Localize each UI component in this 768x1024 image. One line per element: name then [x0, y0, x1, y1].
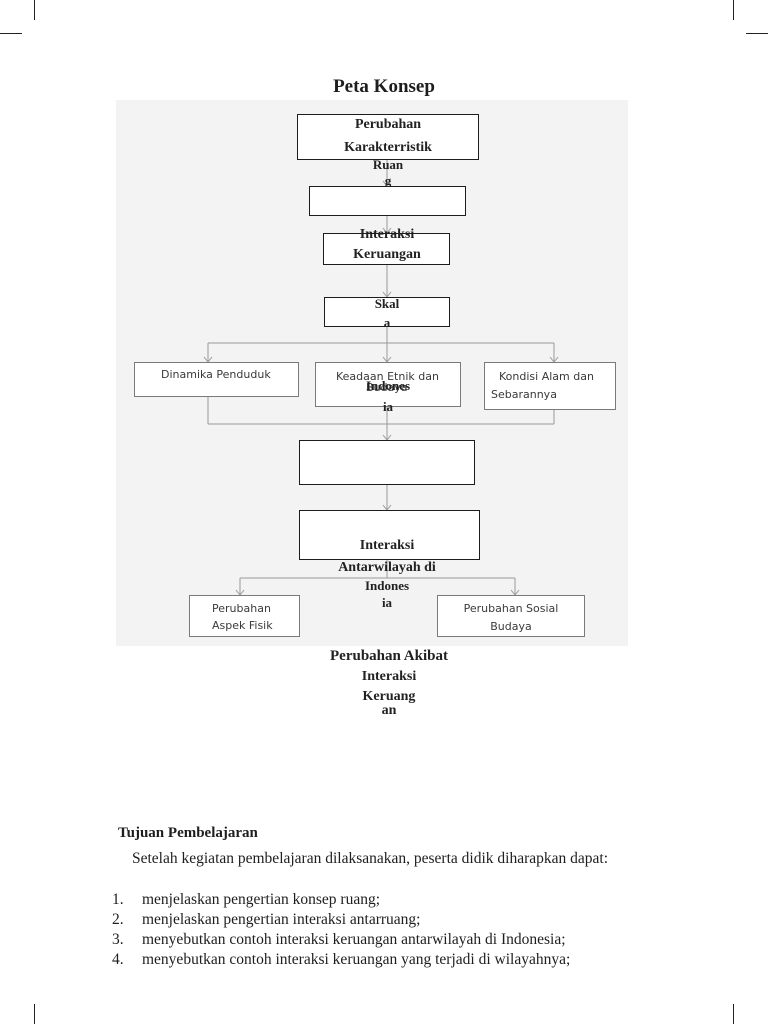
- concept-box-empty: [299, 440, 475, 485]
- concept-label: Karakterristik: [344, 140, 432, 155]
- concept-box-interaksi-antarwilayah: [299, 510, 480, 560]
- concept-label: ia: [382, 399, 394, 414]
- concept-box-perubahan-karakteristik: [297, 114, 479, 160]
- page-title: Peta Konsep: [333, 76, 435, 97]
- crop-mark: [746, 33, 768, 34]
- crop-mark: [733, 0, 734, 20]
- concept-label: Skal: [374, 296, 400, 311]
- concept-box-interaksi-keruangan: [323, 233, 450, 265]
- list-number: 3.: [112, 931, 124, 948]
- list-item: 1. menjelaskan pengertian konsep ruang;: [112, 890, 652, 910]
- branch-dinamika-penduduk: Dinamika Penduduk: [134, 362, 299, 397]
- branch-keadaan-etnik: Keadaan Etnik dan Budaya: [315, 362, 461, 407]
- section-intro: Setelah kegiatan pembelajaran dilaksanak…: [132, 850, 608, 867]
- output-perubahan-sosial-budaya: Perubahan Sosial Budaya: [437, 595, 585, 637]
- crop-mark: [0, 33, 22, 34]
- output-perubahan-aspek-fisik: Perubahan Aspek Fisik: [189, 595, 300, 637]
- concept-label: a: [383, 315, 391, 330]
- list-item: 3. menyebutkan contoh interaksi keruangan…: [112, 930, 652, 950]
- list-item: 4. menyebutkan contoh interaksi keruangan…: [112, 950, 652, 970]
- list-number: 2.: [112, 911, 124, 928]
- concept-label: Indones: [365, 378, 411, 393]
- branch-label: Dinamika Penduduk: [161, 368, 271, 381]
- output-label: Perubahan Sosial: [463, 602, 559, 615]
- list-text: menjelaskan pengertian konsep ruang;: [142, 891, 381, 908]
- concept-box-empty: [309, 186, 466, 216]
- concept-label: Ruan: [372, 157, 404, 172]
- list-number: 1.: [112, 891, 124, 908]
- diagram-caption: Perubahan Akibat: [330, 648, 448, 664]
- diagram-caption: Interaksi: [361, 669, 417, 684]
- list-text: menjelaskan pengertian interaksi antarru…: [142, 911, 421, 928]
- concept-label: g: [384, 173, 392, 188]
- branch-label: Budaya: [366, 381, 408, 394]
- diagram-caption: an: [381, 703, 397, 718]
- branch-label: Sebarannya: [491, 388, 557, 401]
- list-number: 4.: [112, 951, 124, 968]
- list-text: menyebutkan contoh interaksi keruangan a…: [142, 931, 566, 948]
- output-label: Budaya: [490, 620, 532, 633]
- list-item: 2. menjelaskan pengertian interaksi antar…: [112, 910, 652, 930]
- branch-label: Keadaan Etnik dan: [336, 370, 439, 383]
- branch-kondisi-alam: Kondisi Alam dan Sebarannya: [484, 362, 616, 410]
- concept-label: Antarwilayah di: [338, 560, 436, 575]
- concept-label: Keruangan: [353, 247, 421, 262]
- crop-mark: [733, 1004, 734, 1024]
- list-text: menyebutkan contoh interaksi keruangan y…: [142, 951, 571, 968]
- crop-mark: [34, 0, 35, 20]
- concept-label: Indones: [364, 578, 410, 593]
- concept-label: ia: [381, 595, 393, 610]
- diagram-caption: Keruang: [362, 689, 416, 704]
- concept-label: Interaksi: [359, 538, 415, 553]
- branch-label: Kondisi Alam dan: [499, 370, 594, 383]
- crop-mark: [34, 1004, 35, 1024]
- concept-box-skala: [324, 297, 450, 327]
- learning-goals-list: 1. menjelaskan pengertian konsep ruang; 2…: [112, 890, 652, 970]
- output-label: Perubahan: [212, 602, 271, 615]
- section-heading: Tujuan Pembelajaran: [118, 825, 258, 841]
- output-label: Aspek Fisik: [212, 619, 273, 632]
- concept-label: Interaksi: [359, 227, 415, 242]
- concept-label: Perubahan: [354, 117, 422, 132]
